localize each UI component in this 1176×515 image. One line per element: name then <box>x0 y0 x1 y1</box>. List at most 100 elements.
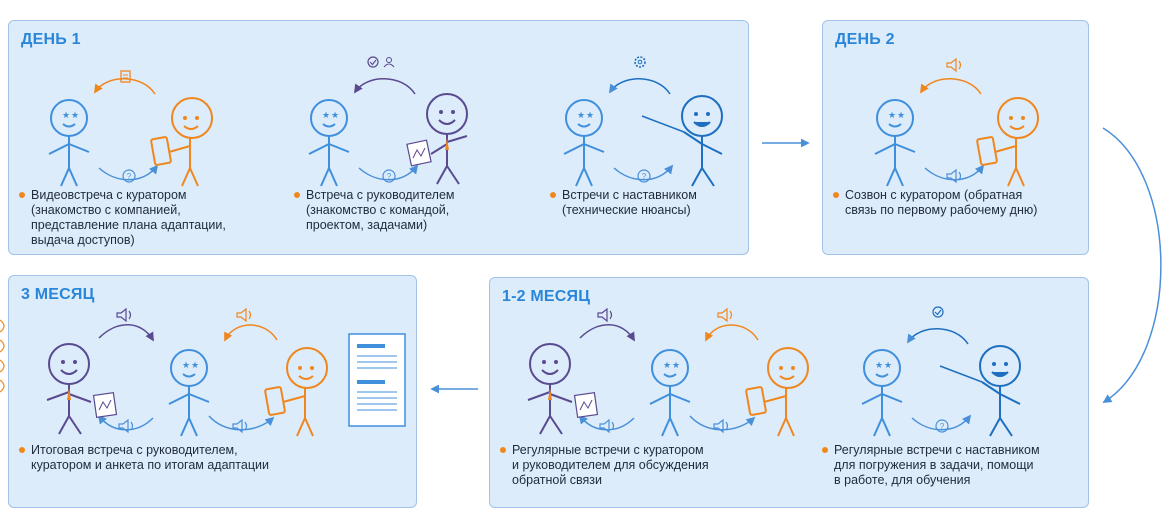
svg-text:★: ★ <box>331 110 339 120</box>
caption-final-meeting: Итоговая встреча с руководителем, курато… <box>19 443 359 473</box>
caption-line: (знакомство с компанией, <box>31 203 181 217</box>
question-icon: ? <box>935 419 949 433</box>
stage-title: ДЕНЬ 1 <box>21 31 81 48</box>
scene-newcomer-curator-call: ★★ <box>874 57 1039 187</box>
scene-newcomer-curator: ? ★★ <box>48 70 213 187</box>
caption-line: обратной связи <box>512 473 603 487</box>
bullet-dot <box>294 192 300 198</box>
chart-paper-icon <box>92 392 118 418</box>
stage-title: 1-2 МЕСЯЦ <box>502 288 591 305</box>
mentor-figure <box>641 95 723 187</box>
stage-month12-panel: 1-2 МЕСЯЦ ★★ <box>489 277 1089 508</box>
people-icon <box>383 57 395 68</box>
caption-line: в работе, для обучения <box>834 473 971 487</box>
caption-line: Регулярные встречи с куратором <box>512 443 704 457</box>
caption-regular-mentor: Регулярные встречи с наставником для пог… <box>822 443 1087 488</box>
newcomer-figure: ★★ <box>48 99 90 187</box>
caption-line: куратором и анкета по итогам адаптации <box>31 458 269 472</box>
stage-title: ДЕНЬ 2 <box>835 31 895 48</box>
tablet-icon <box>264 386 286 416</box>
scene-newcomer-mentor: ? ★★ <box>563 56 723 187</box>
newcomer-figure: ★★ <box>861 349 903 437</box>
svg-text:★: ★ <box>586 110 594 120</box>
caption-regular-curator-manager: Регулярные встречи с куратором и руковод… <box>500 443 790 488</box>
speaker-icon <box>236 307 252 323</box>
speaker-icon <box>597 307 613 323</box>
scene-regular-curator-manager: ★★ <box>527 307 809 437</box>
caption-line: Созвон с куратором (обратная <box>845 188 1023 202</box>
caption-manager-meeting: Встреча с руководителем (знакомство с ко… <box>294 188 524 233</box>
bullet-dot <box>19 192 25 198</box>
tablet-icon <box>976 136 998 166</box>
stage-title: 3 МЕСЯЦ <box>21 286 95 303</box>
svg-text:★: ★ <box>884 360 892 370</box>
scene-final-meeting: ★★ <box>46 307 406 437</box>
svg-text:★: ★ <box>663 360 671 370</box>
speaker-icon <box>232 418 248 434</box>
caption-line: Регулярные встречи с наставником <box>834 443 1040 457</box>
pointer-stick-icon <box>939 365 983 383</box>
speaker-icon <box>946 168 962 184</box>
question-icon: ? <box>382 169 396 183</box>
bullet-dot <box>550 192 556 198</box>
caption-line: проектом, задачами) <box>306 218 428 232</box>
svg-text:?: ? <box>387 172 392 181</box>
newcomer-figure: ★★ <box>874 99 916 187</box>
question-icon: ? <box>122 169 136 183</box>
svg-text:★: ★ <box>577 110 585 120</box>
svg-text:?: ? <box>127 172 132 181</box>
curator-figure <box>745 347 809 437</box>
document-icon <box>120 70 131 83</box>
svg-text:★: ★ <box>672 360 680 370</box>
scene-regular-mentor: ? ★★ <box>861 306 1021 437</box>
caption-curator-call: Созвон с куратором (обратная связь по пе… <box>833 188 1083 218</box>
newcomer-figure: ★★ <box>168 349 210 437</box>
svg-text:★: ★ <box>888 110 896 120</box>
stage-day1-panel: ДЕНЬ 1 ? ★★ ? ★★ <box>8 20 749 255</box>
caption-line: Видеовстреча с куратором <box>31 188 187 202</box>
speaker-icon <box>118 418 134 434</box>
caption-line: (знакомство с командой, <box>306 203 450 217</box>
check-icon <box>932 306 944 318</box>
curator-figure <box>976 97 1039 187</box>
caption-line: связь по первому рабочему дню) <box>845 203 1038 217</box>
svg-text:★: ★ <box>897 110 905 120</box>
scene-newcomer-manager: ? ★★ <box>308 56 468 187</box>
speaker-icon <box>713 418 729 434</box>
stage-day2-panel: ДЕНЬ 2 ★★ Созвон с куратором (обратная с… <box>822 20 1089 255</box>
newcomer-figure: ★★ <box>649 349 691 437</box>
speaker-icon <box>116 307 132 323</box>
bullet-dot <box>822 447 828 453</box>
svg-text:★: ★ <box>875 360 883 370</box>
caption-line: Итоговая встреча с руководителем, <box>31 443 238 457</box>
caption-line: (технические нюансы) <box>562 203 691 217</box>
caption-line: представление плана адаптации, <box>31 218 226 232</box>
speaker-icon <box>717 307 733 323</box>
svg-text:★: ★ <box>191 360 199 370</box>
form-sheet-icon <box>348 333 406 427</box>
svg-text:?: ? <box>642 172 647 181</box>
stage-month3-panel: 3 МЕСЯЦ ★★ <box>8 275 417 508</box>
bullet-dot <box>500 447 506 453</box>
curator-figure <box>150 97 213 187</box>
check-icon <box>367 56 379 68</box>
bullet-dot <box>833 192 839 198</box>
chart-paper-icon <box>406 139 432 167</box>
gear-icon <box>634 56 646 68</box>
caption-line: Встречи с наставником <box>562 188 697 202</box>
svg-text:★: ★ <box>322 110 330 120</box>
tablet-icon <box>745 386 767 416</box>
manager-figure <box>46 343 118 435</box>
arrow-day2-to-month12 <box>1102 127 1162 403</box>
pointer-stick-icon <box>641 115 685 133</box>
curator-figure <box>264 347 328 437</box>
decorative-arcs <box>0 319 5 393</box>
mentor-figure <box>939 345 1021 437</box>
manager-figure <box>527 343 599 435</box>
caption-line: выдача доступов) <box>31 233 135 247</box>
question-icon: ? <box>637 169 651 183</box>
bullet-dot <box>19 447 25 453</box>
svg-text:★: ★ <box>182 360 190 370</box>
svg-text:★: ★ <box>71 110 79 120</box>
